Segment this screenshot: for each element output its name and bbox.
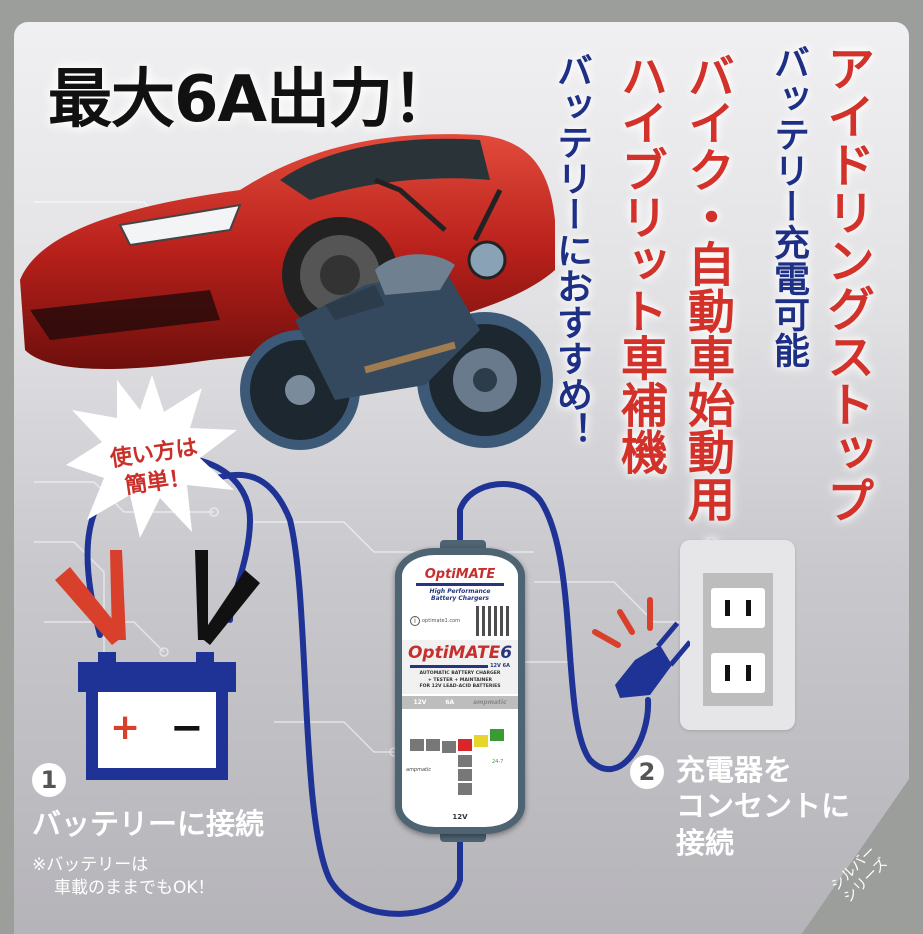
model-box: OptiMATE6 12V 6A AUTOMATIC BATTERY CHARG… (402, 640, 518, 694)
starburst-callout (66, 375, 237, 538)
model-name: OptiMATE (407, 643, 501, 664)
feature-hybrid-aux: ハイブリット車補機 (612, 52, 667, 475)
led-6 (458, 782, 472, 795)
charger-tagline-2: Battery Chargers (431, 595, 489, 603)
motorcycle-image (240, 177, 553, 450)
led-2 (426, 738, 440, 751)
charger-rating-strip: 12V 6A ampmatic (402, 695, 518, 709)
step-1-note: ※バッテリーは 車載のままでもOK！ (32, 854, 215, 900)
feature-bike-car-starter: バイク・自動車始動用・ (679, 52, 734, 569)
step-1-note-line-1: ※バッテリーは (32, 855, 149, 875)
led-ampmatic-label: ampmatic (406, 766, 432, 773)
model-rating: 12V 6A (490, 663, 510, 670)
step-2-title-line-2: コンセントに (676, 789, 851, 824)
brand-underline (416, 583, 504, 586)
plus-terminal-icon: + (110, 707, 141, 748)
led-1 (410, 738, 424, 751)
model-number: 6 (500, 643, 513, 664)
step-2-badge: 2 (630, 755, 664, 789)
rating-ampmatic: ampmatic (473, 698, 507, 706)
feature-recommended: バッテリーにおすすめ！ (551, 52, 592, 448)
charger-desc-2: + TESTER + MAINTAINER (427, 677, 493, 683)
step-2-title-line-3: 接続 (676, 825, 735, 860)
feature-rechargeable: バッテリー充電可能 (768, 44, 809, 368)
socket-bottom (711, 653, 765, 693)
led-yellow (474, 734, 488, 747)
battery-clamps (55, 550, 260, 645)
step-1-badge: 1 (32, 763, 66, 797)
info-icon: i (410, 616, 420, 627)
led-4 (458, 754, 472, 767)
charger-info-row: i optimate1.com (402, 602, 518, 637)
model-rating-row: 12V 6A (410, 663, 510, 669)
step-1-note-line-2: 車載のままでもOK！ (54, 877, 215, 898)
charger-brand: OptiMATE (424, 567, 496, 582)
power-plug-icon (592, 597, 690, 698)
minus-terminal-icon: − (170, 705, 204, 751)
step-2-title-line-1: 充電器を (676, 753, 793, 787)
wall-outlet (680, 540, 795, 730)
feature-idling-stop: アイドリングストップ (818, 44, 874, 524)
charger-desc-1: AUTOMATIC BATTERY CHARGER (419, 671, 501, 677)
socket-top (711, 588, 765, 628)
led-green (490, 728, 504, 741)
qr-code (476, 606, 510, 637)
led-5 (458, 768, 472, 781)
step-2-title: 充電器を コンセントに 接続 (676, 752, 850, 861)
outlet-plate (703, 573, 773, 706)
headline: 最大6A出力！ (48, 63, 456, 137)
charger-website-text: optimate1.com (422, 618, 461, 625)
step-1-title: バッテリーに接続 (32, 807, 265, 841)
black-clamp-icon (195, 550, 260, 645)
led-3 (442, 740, 456, 753)
charger-tagline-1: High Performance (429, 588, 491, 595)
led-status-panel: ampmatic 24-7 12V (402, 709, 518, 827)
led-red (458, 738, 472, 751)
charger-model: OptiMATE6 (406, 643, 514, 663)
charger-website: i optimate1.com (410, 616, 461, 627)
charger-desc-3: FOR 12V LEAD-ACID BATTERIES (419, 684, 501, 690)
rating-voltage: 12V (413, 698, 427, 706)
bottom-voltage: 12V (452, 812, 468, 821)
battery-icon: + − (78, 652, 236, 780)
optimate-charger: OptiMATE High Performance Battery Charge… (395, 548, 525, 834)
rating-current: 6A (445, 698, 455, 706)
red-clamp-icon (55, 550, 126, 645)
maintenance-label: 24-7 (492, 758, 504, 765)
